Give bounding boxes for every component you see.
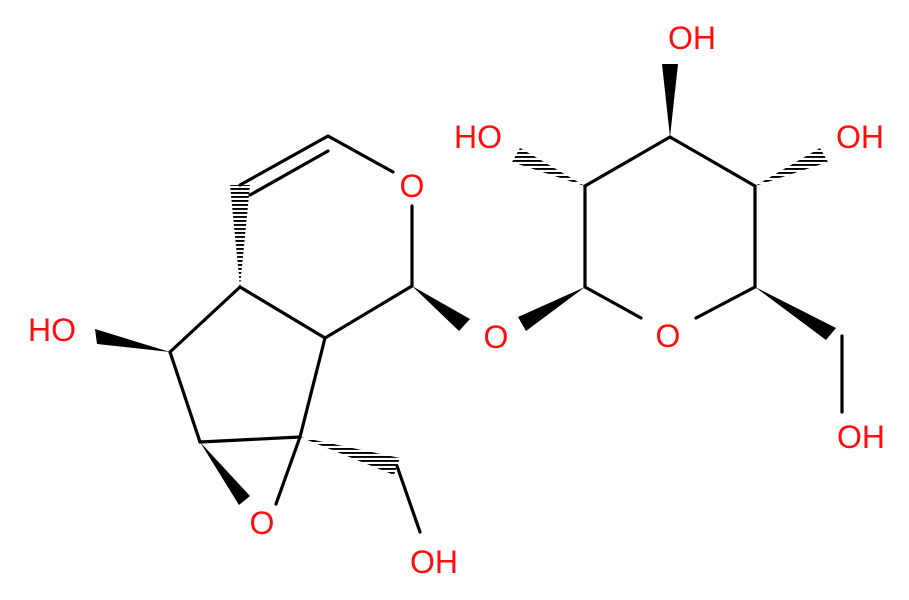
label-o-epoxide: O (250, 505, 275, 541)
wedge-c5g-c6g (755, 287, 836, 340)
wedge-c5-oh (95, 329, 170, 352)
bond-ring-o-c5g (694, 285, 757, 320)
label-o-glycosidic: O (484, 319, 509, 355)
bond-c3-c4-inner (248, 149, 330, 197)
bond-c7-epoxide-o (274, 435, 302, 506)
bond-c8-oh (395, 464, 422, 534)
bond-o2-c3 (326, 134, 395, 174)
label-oh-glucose-c6: OH (837, 419, 885, 455)
bond-c3g-c2g (583, 135, 672, 188)
label-o-ring-dihydropyran: O (400, 168, 425, 204)
wedge-c3g-oh (662, 64, 678, 137)
label-oh-glucose-c3: OH (668, 20, 716, 56)
bond-c1g-ring-o (583, 285, 643, 320)
bond-c4a-c7a (238, 285, 327, 340)
label-oh-cyclopentane: HO (28, 312, 76, 348)
bond-c6-c7 (198, 435, 302, 444)
bond-c3-c4-outer (238, 134, 330, 187)
wedge-bonds (95, 64, 836, 505)
bond-lines (168, 134, 844, 534)
atom-labels: HO O O OH O O HO OH OH OH (28, 20, 885, 580)
hash-c2g-oh (512, 148, 585, 186)
bond-c5-c6 (168, 350, 202, 444)
wedge-c1g-o-glycosidic (518, 287, 585, 331)
bond-c7-c7a (298, 336, 327, 439)
label-oh-glucose-c2: HO (454, 119, 502, 155)
hash-c7-c8 (300, 437, 400, 475)
label-o-ring-glucose: O (656, 318, 681, 354)
bond-c4a-c5 (168, 285, 242, 354)
wedge-c1-o-glycosidic (412, 286, 470, 331)
hash-c4g-oh (755, 148, 828, 186)
bond-c4g-c3g (668, 135, 757, 188)
bond-c7a-c1 (323, 284, 414, 340)
label-oh-hydroxymethyl-left: OH (410, 544, 458, 580)
hash-bonds (230, 148, 828, 475)
label-oh-glucose-c4: OH (836, 119, 884, 155)
wedge-c6-epoxide-o (200, 442, 250, 505)
hash-c4a-c4 (230, 185, 250, 287)
